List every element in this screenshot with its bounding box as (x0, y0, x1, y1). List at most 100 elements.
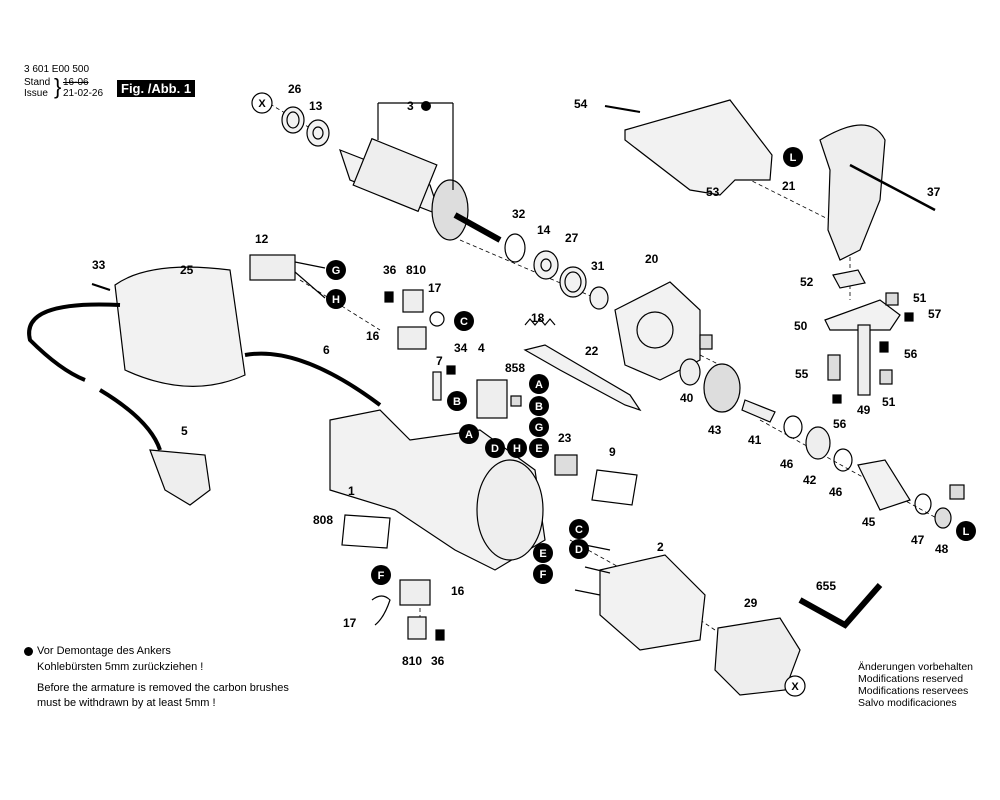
marker-a-right: A (529, 374, 549, 394)
svg-text:C: C (460, 316, 468, 328)
label-23: 23 (558, 431, 572, 445)
label-43: 43 (708, 423, 722, 437)
marker-l-bottom: L (956, 521, 976, 541)
svg-text:H: H (513, 443, 521, 455)
label-55: 55 (795, 367, 809, 381)
disclaimer-en: Modifications reserved (858, 673, 964, 685)
label-9: 9 (609, 445, 616, 459)
marker-h-top: H (326, 289, 346, 309)
label-2: 2 (657, 540, 664, 554)
label-13: 13 (309, 99, 323, 113)
label-810-bottom: 810 (402, 654, 422, 668)
label-47: 47 (911, 533, 925, 547)
issue-label: Issue (24, 88, 48, 99)
label-49: 49 (857, 403, 871, 417)
label-29: 29 (744, 596, 758, 610)
svg-text:G: G (332, 265, 341, 277)
label-5: 5 (181, 424, 188, 438)
svg-text:B: B (535, 401, 543, 413)
label-6: 6 (323, 343, 330, 357)
label-808: 808 (313, 513, 333, 527)
svg-text:X: X (791, 681, 799, 693)
note-en-line1: Before the armature is removed the carbo… (37, 682, 289, 694)
issue-date: 21-02-26 (63, 88, 104, 99)
label-40: 40 (680, 391, 694, 405)
label-17-top: 17 (428, 281, 442, 295)
label-57: 57 (928, 307, 942, 321)
stand-label: Stand (24, 77, 51, 88)
marker-f-bottom: F (533, 564, 553, 584)
svg-text:B: B (453, 396, 461, 408)
svg-text:E: E (539, 548, 546, 560)
svg-text:C: C (575, 524, 583, 536)
disclaimer-fr: Modifications reservees (858, 685, 969, 697)
part-number: 3 601 E00 500 (24, 64, 90, 75)
svg-text:H: H (332, 294, 340, 306)
label-46-right: 46 (829, 485, 843, 499)
svg-text:L: L (963, 526, 970, 538)
svg-text:G: G (535, 422, 544, 434)
svg-text:L: L (790, 152, 797, 164)
marker-l-top: L (783, 147, 803, 167)
label-4: 4 (478, 341, 485, 355)
label-858: 858 (505, 361, 525, 375)
marker-e-bottom: E (533, 543, 553, 563)
label-655: 655 (816, 579, 836, 593)
svg-text:F: F (378, 570, 385, 582)
marker-g-top: G (326, 260, 346, 280)
note-de-line1: Vor Demontage des Ankers (24, 645, 171, 657)
svg-text:X: X (258, 98, 266, 110)
svg-text:F: F (540, 569, 547, 581)
label-41: 41 (748, 433, 762, 447)
svg-text:D: D (491, 443, 499, 455)
label-18: 18 (531, 311, 545, 325)
marker-d-mid: D (485, 438, 505, 458)
label-53: 53 (706, 185, 720, 199)
header-brace: } (54, 74, 62, 99)
marker-c-bottom: C (569, 519, 589, 539)
label-27: 27 (565, 231, 579, 245)
label-17-bottom: 17 (343, 616, 357, 630)
marker-d-bottom: D (569, 539, 589, 559)
label-16-bottom: 16 (451, 584, 465, 598)
label-54: 54 (574, 97, 588, 111)
label-21: 21 (782, 179, 796, 193)
label-3: 3 (407, 99, 414, 113)
label-48: 48 (935, 542, 949, 556)
label-51-bottom: 51 (882, 395, 896, 409)
label-1: 1 (348, 484, 355, 498)
note-en-line2: must be withdrawn by at least 5mm ! (37, 697, 216, 709)
stand-date: 16-06 (63, 77, 89, 88)
label-26: 26 (288, 82, 302, 96)
label-12: 12 (255, 232, 269, 246)
label-31: 31 (591, 259, 605, 273)
label-33: 33 (92, 258, 106, 272)
label-22: 22 (585, 344, 599, 358)
label-50: 50 (794, 319, 808, 333)
label-25: 25 (180, 263, 194, 277)
marker-c-top: C (454, 311, 474, 331)
label-20: 20 (645, 252, 659, 266)
svg-text:E: E (535, 443, 542, 455)
label-56-top: 56 (904, 347, 918, 361)
bullet-icon (24, 646, 33, 656)
note-de-line2: Kohlebürsten 5mm zurückziehen ! (37, 661, 204, 673)
label-51-top: 51 (913, 291, 927, 305)
label-37: 37 (927, 185, 941, 199)
svg-text:A: A (465, 429, 473, 441)
label-7: 7 (436, 354, 443, 368)
marker-b-left: B (447, 391, 467, 411)
label-16-top: 16 (366, 329, 380, 343)
marker-b-right: B (529, 396, 549, 416)
marker-x-top: X (251, 92, 273, 114)
marker-g-right: G (529, 417, 549, 437)
marker-h-mid: H (507, 438, 527, 458)
armature-note-dot (421, 101, 431, 111)
label-45: 45 (862, 515, 876, 529)
label-14: 14 (537, 223, 551, 237)
marker-a-left: A (459, 424, 479, 444)
label-56-bottom: 56 (833, 417, 847, 431)
label-42: 42 (803, 473, 817, 487)
disclaimer-de: Änderungen vorbehalten (858, 661, 974, 673)
marker-e-mid: E (529, 438, 549, 458)
